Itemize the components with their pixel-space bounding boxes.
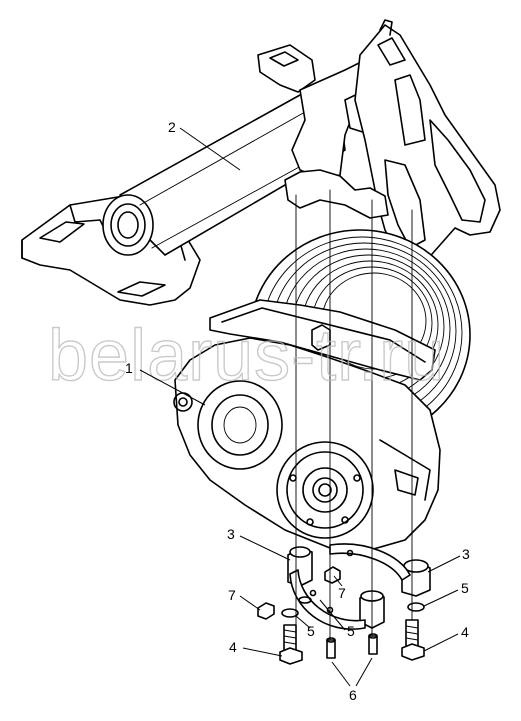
callouts: 2 1 3 3 7 7 5 5 5 4 4 6 bbox=[125, 119, 470, 703]
pulley-housing-part-1 bbox=[173, 229, 471, 551]
leader-6-b bbox=[355, 657, 373, 687]
clamp-strap-part-3 bbox=[287, 543, 431, 630]
callout-3-left: 3 bbox=[227, 526, 235, 542]
callout-1: 1 bbox=[125, 360, 133, 376]
leader-3-right bbox=[427, 555, 461, 573]
callout-5-mid: 5 bbox=[347, 623, 355, 639]
callout-5-right: 5 bbox=[461, 580, 469, 596]
leader-4-right bbox=[423, 633, 459, 652]
bolt-part-4 bbox=[279, 619, 425, 665]
leader-3-left bbox=[239, 535, 291, 561]
callout-5-left: 5 bbox=[307, 623, 315, 639]
leader-6-a bbox=[331, 661, 351, 687]
leader-4-left bbox=[242, 647, 283, 657]
leader-5-left bbox=[295, 615, 311, 629]
callout-7-left: 7 bbox=[228, 587, 236, 603]
leader-7-left bbox=[239, 595, 261, 611]
washer-part-5 bbox=[281, 596, 425, 618]
callout-2: 2 bbox=[168, 119, 176, 135]
callout-3-right: 3 bbox=[462, 546, 470, 562]
leader-7-mid bbox=[333, 575, 343, 587]
axle-beam-part-2 bbox=[21, 19, 501, 306]
callout-4-left: 4 bbox=[229, 639, 237, 655]
leader-5-right bbox=[423, 589, 459, 607]
callout-6: 6 bbox=[349, 687, 357, 703]
watermark-text: belarus-tr.ru bbox=[48, 316, 445, 396]
leader-5-mid bbox=[319, 599, 346, 631]
callout-7-mid: 7 bbox=[338, 585, 346, 601]
leader-1 bbox=[139, 369, 206, 406]
leader-2 bbox=[179, 127, 241, 171]
callout-4-right: 4 bbox=[461, 624, 469, 640]
pin-part-6 bbox=[326, 633, 378, 659]
assembly-alignment-lines bbox=[295, 189, 413, 641]
